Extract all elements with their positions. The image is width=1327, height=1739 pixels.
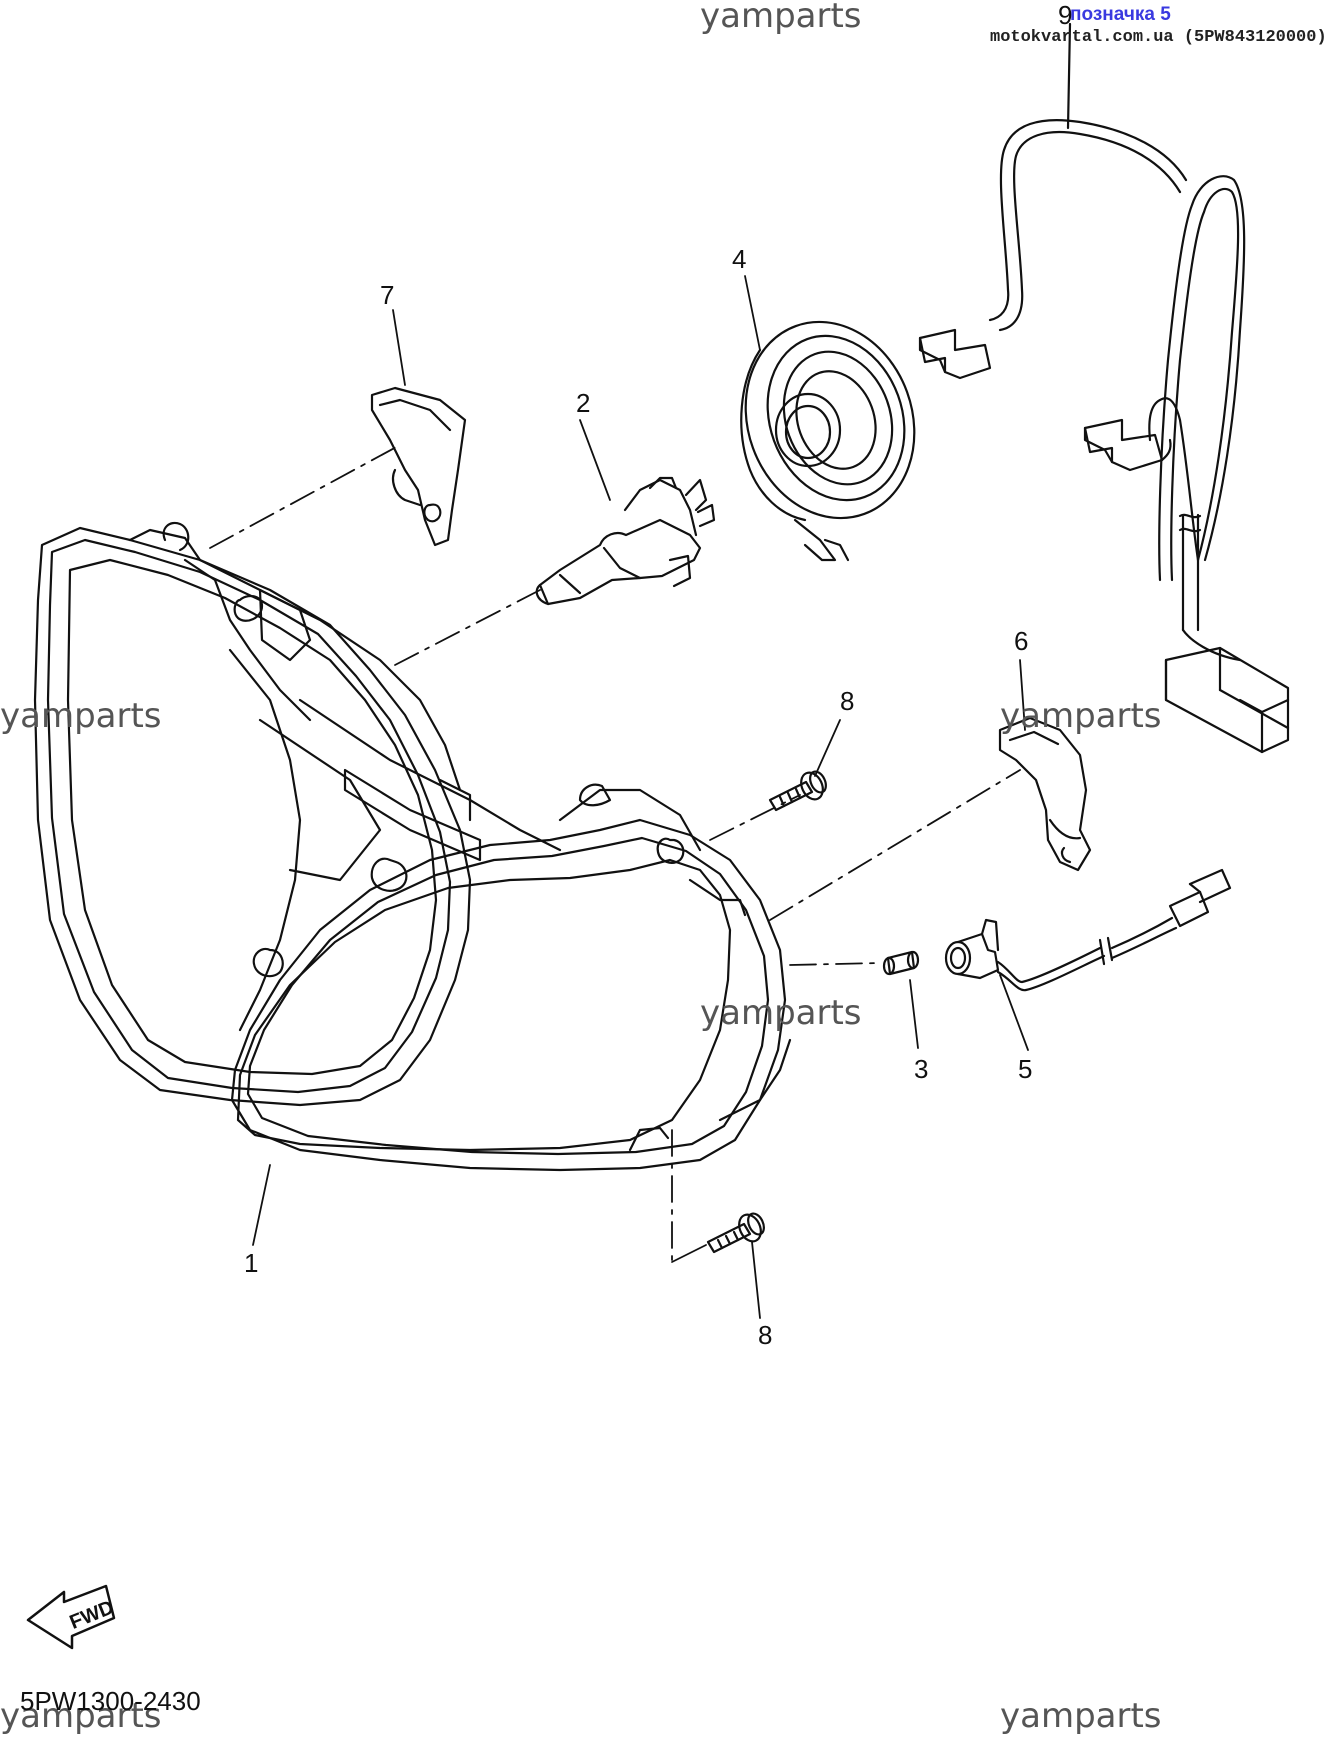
- watermark: yamparts: [0, 696, 162, 736]
- marker-label: позначка 5: [1070, 4, 1171, 25]
- callout-9: 9: [1058, 0, 1073, 30]
- lower-stay-part-6: [998, 716, 1092, 872]
- bulb-part-2: [535, 476, 716, 606]
- callout-8-upper: 8: [840, 686, 855, 716]
- callout-3: 3: [914, 1054, 929, 1084]
- headlight-assembly-part-1: [33, 521, 792, 1172]
- callout-leaders: [252, 275, 1029, 1319]
- callout-6: 6: [1014, 626, 1029, 656]
- source-label: motokvartal.com.ua (5PW843120000): [990, 28, 1327, 47]
- upper-stay-part-7: [370, 386, 467, 547]
- watermark: yamparts: [1000, 1696, 1162, 1736]
- callout-4: 4: [732, 244, 747, 274]
- watermark: yamparts: [700, 0, 862, 36]
- watermark: yamparts: [1000, 696, 1162, 736]
- watermark: yamparts: [0, 1696, 162, 1736]
- callout-8-lower: 8: [758, 1320, 773, 1350]
- socket-part-5: [944, 868, 1232, 992]
- leader-lines: [209, 444, 1021, 1261]
- watermark: yamparts: [700, 993, 862, 1033]
- small-bulb-part-3: [882, 950, 920, 976]
- callout-5: 5: [1018, 1054, 1033, 1084]
- diagram-code: 5PW1300-2430: [20, 1686, 201, 1716]
- callout-2: 2: [576, 388, 591, 418]
- screw-lower-part-8: [706, 1212, 765, 1254]
- screw-upper-part-8: [768, 770, 827, 812]
- part-8-lower-leader: [671, 1244, 707, 1263]
- forward-arrow-icon: FWD: [26, 1584, 117, 1650]
- wire-harness-part-9: [918, 22, 1290, 754]
- socket-cover-part-4: [740, 320, 916, 562]
- callout-7: 7: [380, 280, 395, 310]
- callout-1: 1: [244, 1248, 259, 1278]
